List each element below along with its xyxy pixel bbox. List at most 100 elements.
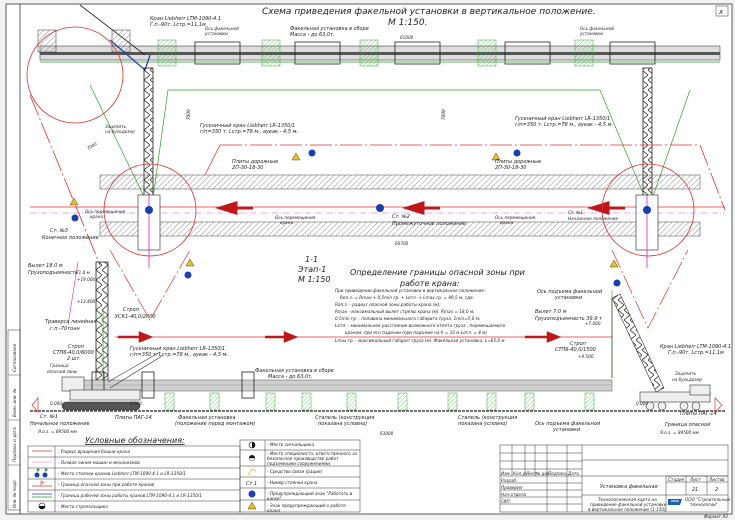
anchor-label: на бульдозер (105, 129, 135, 134)
anchor-label: на бульдозер (672, 377, 702, 382)
title-block-headers: Изм. Кол.уч. Лист № док. Подпись Дата Ра… (501, 471, 579, 504)
warning-sign-icon (247, 501, 257, 510)
calc-line: Lmax гр. - максимальный габарит груза (м… (335, 338, 505, 343)
move-axis-label: Ось перемещения (275, 215, 316, 220)
legend-item: - Место стоянки кранов Liebherr LTM-1090… (58, 471, 186, 476)
legend-item: - Место стропольщика (58, 504, 108, 509)
road-plates-code: 2П-30-18-30 (495, 165, 526, 171)
stamp-header: № док. (535, 471, 551, 476)
station-2-desc: Промежуточное положение (392, 221, 466, 227)
torch-before-label: Факельная установка (178, 415, 236, 421)
road-plates (99, 221, 701, 237)
calc-text: При приведении факельной установки в вер… (335, 288, 506, 343)
stamp-header: Лист (525, 471, 537, 476)
side-stamp-label: Инв. № подл. (12, 479, 17, 508)
title-block (499, 444, 729, 513)
mark: +7.000 (585, 321, 601, 326)
crane-ltm-label: Кран Liebherr LTM-1090-4.1 (150, 16, 221, 22)
lift-axis-label: Ось подъема факельной (535, 421, 601, 427)
calc-line: 0,5min гр. - половина минимального габар… (335, 316, 481, 321)
stamp-header: Дата (567, 471, 579, 476)
dimension: 60700 (395, 241, 409, 246)
sheet-header: Лист (689, 477, 701, 482)
torch-mass-label: Масса - до 63,0т. (268, 374, 313, 380)
company-name: ООО "Строительные (685, 497, 731, 502)
traverse-capacity: г.п.-70тонн (50, 326, 80, 332)
calc-line: Rоп.з. = Rmax + 0,5min гр. + Lотл. + Lma… (340, 295, 475, 300)
legend-right-items: - Место сигнальщика - Место специалиста,… (267, 442, 357, 512)
capacity-left-value: 71.0 м (76, 270, 90, 275)
move-arrow (214, 200, 625, 216)
legend-title: Условные обозначения: (85, 436, 185, 445)
torch-before-desc: (положение перед монтажом) (175, 421, 255, 427)
stands-desc: показана условно) (318, 421, 367, 427)
crane-rotation-radius (601, 163, 695, 257)
company-name: технологии" (690, 502, 718, 507)
responsible-specialist-icon (248, 455, 256, 462)
crawler-crane-spec: г/п=350 т. Lстр.=78 м., ауеак - 4,5 м. (130, 352, 228, 358)
helmet-sign-icon (71, 149, 621, 287)
station-1-label: Ст. №1 (40, 414, 58, 420)
plates-label: Плиты ПАГ-14 (115, 415, 152, 421)
object-name: Установка факельная (600, 484, 658, 490)
road-plates (99, 174, 701, 190)
calc-line: При приведении факельной установки в вер… (335, 288, 487, 293)
road-plates-label: Плиты дорожные (232, 159, 278, 165)
legend-item: - Номер стоянки крана (267, 480, 318, 485)
road-plates-code: 2П-30-18-30 (232, 165, 263, 171)
abs-mark: Я.о.з. = 89500 мм (659, 430, 699, 435)
sheet-number: 21 (692, 487, 698, 493)
calc-line: Rmax - максимальный вылет стрелы крана (… (335, 309, 475, 314)
dimension: 7000 (441, 109, 446, 120)
stamp-role: Проверил (501, 485, 523, 490)
sling-right-code: СТП6-40,0/1500 (555, 347, 596, 353)
doc-title: приведение факельной установки (590, 502, 667, 507)
station-1-desc: Начальное положение (30, 421, 90, 427)
move-axis-label: крана (500, 220, 513, 225)
legend-item: - Осевая линия машин и механизмов (58, 460, 140, 465)
section-stage: Этап-1 (297, 265, 326, 274)
calc-line: Rоп.з. - радиус опасной зоны работы кран… (335, 302, 441, 307)
mark: +9.500 (578, 354, 594, 359)
anchor-label: Зацепить (105, 124, 127, 129)
move-axis-label: Ось перемещения (85, 209, 126, 214)
legend-table (27, 439, 361, 513)
legend-item: - Средство связи (рация) (267, 469, 323, 474)
stands-label: Стапель (конструкция (458, 415, 517, 421)
stamp-role: Разраб. (501, 478, 517, 483)
lift-axis-label: установки (554, 295, 583, 301)
crane-position-icon (643, 206, 651, 214)
legend-item: - Место сигнальщика (267, 442, 315, 447)
sling-top-label: Строп (123, 307, 140, 313)
danger-border-right: Граница опасной (665, 422, 711, 428)
legend-item: - Радиус вращения башни крана (58, 449, 130, 454)
sheets-count: 2 (715, 487, 718, 493)
move-axis-label: Ось перемещения (495, 215, 536, 220)
level-mark: 0.000 (636, 401, 648, 406)
crane-rotation-radius (103, 163, 197, 257)
dimension: 7000 (86, 141, 98, 151)
signaller-icon (248, 441, 256, 449)
stands (164, 392, 595, 411)
slinger-icon (38, 502, 46, 510)
calc-title: Определение границы опасной зоны при (350, 268, 525, 277)
stamp-role: ГИП (501, 499, 510, 504)
level-mark: 0.000 (50, 401, 62, 406)
road-plates-label: Плиты дорожные (495, 159, 541, 165)
dimension: 7000 (186, 109, 191, 120)
lift-axis-label: Ось подъема факельной (537, 289, 603, 295)
torch-axis-label: Ось факельной (580, 26, 614, 31)
torch-axis-label: Ось факельной (205, 26, 239, 31)
danger-border-label: опасной зоны (47, 369, 78, 374)
helmet-sign-icon (248, 490, 256, 498)
crawler-crane-label: Гусеничный кран Liebherr LR-1350/1 (515, 116, 610, 122)
plan-scale: М 1:150. (388, 18, 427, 28)
close-icon[interactable]: x (718, 8, 724, 16)
crawler-crane-label: Гусеничный кран Liebherr LR-1350/1 (130, 346, 225, 352)
level-mark: 0.000 (130, 401, 142, 406)
legend-item: - Место специалиста, ответственного за б… (267, 451, 357, 466)
sling-left-label: Строп (68, 344, 85, 350)
close-button[interactable] (715, 5, 729, 17)
